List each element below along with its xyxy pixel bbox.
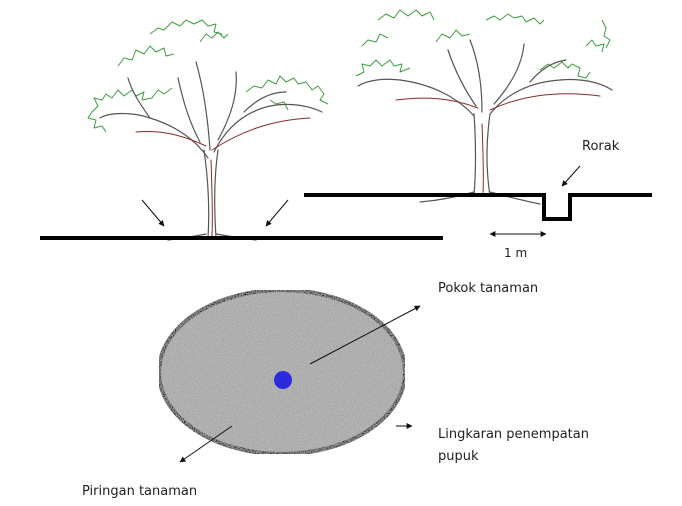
piringan-label: Piringan tanaman: [82, 484, 197, 499]
right-tree-foliage: [355, 9, 611, 79]
rorak-arrow: [561, 165, 581, 187]
left-tree-branches: [99, 61, 323, 159]
right-tree: [355, 9, 613, 205]
right-tree-bark-accent: [395, 93, 601, 111]
left-tree-foliage: [87, 19, 329, 133]
rorak-label: Rorak: [582, 139, 620, 154]
lingkaran-label-line2: pupuk: [438, 449, 479, 464]
right-ground-line-with-rorak: [304, 193, 652, 221]
lingkaran-label-line1: Lingkaran penempatan: [438, 427, 589, 442]
pokok-arrow: [309, 305, 421, 365]
left-pocket-arrow-2: [265, 199, 289, 227]
left-tree-trunk: [203, 149, 219, 239]
right-tree-trunk: [473, 113, 491, 197]
distance-label: 1 m: [504, 246, 527, 260]
left-tree: [87, 19, 329, 241]
plant-stem-dot: [274, 371, 292, 389]
piringan-arrow: [179, 425, 233, 463]
left-pocket-arrow-1: [141, 199, 165, 227]
right-tree-branches: [357, 39, 613, 117]
pokok-label: Pokok tanaman: [438, 281, 538, 296]
left-tree-bark-accent: [135, 117, 311, 151]
